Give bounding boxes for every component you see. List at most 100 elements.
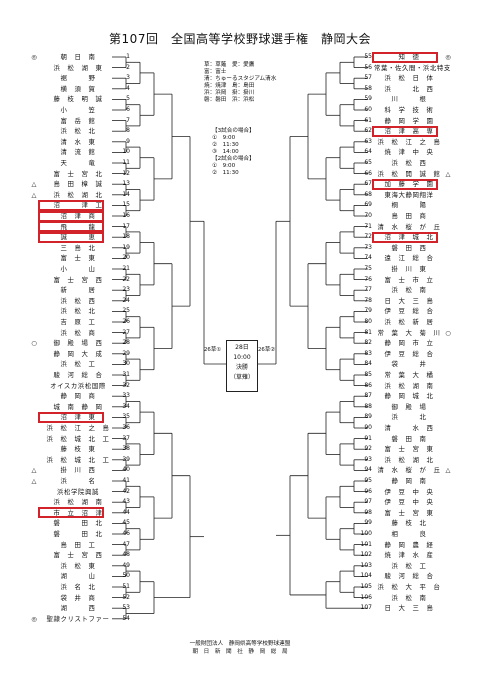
team-number: 6 <box>126 106 130 113</box>
highlight-box <box>38 221 104 233</box>
team-number: 26 <box>122 318 130 325</box>
team-name: 伊 豆 総 合 <box>384 307 434 316</box>
team-number: 106 <box>360 593 372 601</box>
team-number: 99 <box>364 519 372 527</box>
team-number: 21 <box>122 265 130 272</box>
team-number: 96 <box>364 487 372 495</box>
legend-line: 草：草薙 愛：愛鷹 <box>204 62 255 68</box>
highlight-box <box>38 199 104 211</box>
team-number: 91 <box>364 434 372 442</box>
team-name: 常 葉 大 橘 <box>384 371 434 379</box>
highlight-box <box>372 178 438 190</box>
team-name: 伊 豆 中 央 <box>384 498 434 507</box>
legend-line: ③ 14:00 <box>212 149 239 155</box>
legend-line: ① 9:00 <box>212 135 236 141</box>
team-number: 5 <box>126 95 130 103</box>
team-name: 常葉・佐久間・浜北特支 <box>374 63 451 72</box>
team-name: 浜 北 西 <box>384 84 434 93</box>
team-number: 107 <box>360 604 372 612</box>
team-number: 75 <box>364 265 372 272</box>
team-name: 知 徳 <box>398 53 420 61</box>
legend-line: 清：ちゅーるスタジアム清水 <box>204 76 277 82</box>
legend-line: 磐：磐田 浜：浜松 <box>204 97 255 103</box>
team-number: 31 <box>122 371 130 378</box>
team-name: 藤 枝 北 <box>391 519 427 528</box>
team-name: 浜 松 南 <box>391 593 427 602</box>
team-seed-mark: ◎ <box>445 53 451 61</box>
footer-line-1: 一般財団法人 静岡県高等学校野球連盟 <box>189 641 291 647</box>
team-name: 日 大 三 島 <box>384 296 434 305</box>
team-number: 48 <box>122 551 130 559</box>
team-name: 浜 松 工 <box>391 561 427 570</box>
team-number: 3 <box>126 74 130 82</box>
team-number: 70 <box>364 212 372 219</box>
team-name: 沼 津 工 <box>53 201 103 210</box>
team-name: 新 居 <box>60 286 96 295</box>
team-number: 81 <box>364 328 372 336</box>
team-number: 24 <box>122 296 130 304</box>
team-number: 68 <box>364 190 372 198</box>
team-number: 29 <box>122 349 130 357</box>
team-name: 浜 松 東 <box>60 561 96 570</box>
team-number: 22 <box>122 275 130 283</box>
team-number: 20 <box>122 254 130 262</box>
team-number: 85 <box>364 371 372 378</box>
team-number: 34 <box>122 402 130 410</box>
team-name: 静 岡 市 立 <box>384 339 434 348</box>
team-number: 63 <box>364 137 372 145</box>
team-name: 藤 枝 東 <box>60 445 96 454</box>
team-name: 静 岡 農 経 <box>384 540 434 549</box>
final-venue: （草薙） <box>229 374 254 381</box>
team-name: 常 葉 大 菊 川 <box>377 328 441 337</box>
team-seed-mark: ◎ <box>31 53 37 61</box>
team-number: 104 <box>360 572 372 580</box>
final-time: 10:00 <box>233 354 251 361</box>
legend-line: 富：富士 <box>204 69 227 75</box>
team-seed-mark: △ <box>31 477 37 485</box>
team-number: 103 <box>360 561 372 569</box>
team-name: 浜 松 江 之 島 <box>377 137 441 146</box>
team-number: 69 <box>364 201 372 209</box>
team-name: 浜 松 商 <box>60 328 96 337</box>
team-number: 2 <box>126 63 130 71</box>
team-number: 79 <box>364 307 372 315</box>
team-number: 55 <box>364 53 372 60</box>
highlight-box <box>38 507 104 519</box>
team-seed-mark: △ <box>445 169 451 178</box>
team-name: 富 士 宮 西 <box>53 551 103 560</box>
team-number: 102 <box>360 551 372 559</box>
team-name: 小 笠 <box>60 106 96 114</box>
team-number: 7 <box>126 116 130 124</box>
team-number: 37 <box>122 434 130 442</box>
team-name: 沼 津 城 北 <box>384 233 434 242</box>
team-name: 浜 松 新 居 <box>384 318 434 326</box>
team-name: 浜 松 西 <box>60 296 96 305</box>
highlight-box <box>38 231 104 243</box>
legend-line: ① 9:00 <box>212 163 236 169</box>
team-number: 72 <box>364 233 372 241</box>
team-name: 駿 河 総 合 <box>384 572 434 581</box>
semi-right-label: 26草② <box>258 347 276 353</box>
team-number: 1 <box>126 53 130 60</box>
team-name: 浜 松 北 <box>60 127 96 136</box>
team-number: 27 <box>122 328 130 336</box>
final-label: 決勝 <box>235 364 248 371</box>
team-number: 53 <box>122 604 130 612</box>
team-number: 95 <box>364 477 372 484</box>
team-number: 76 <box>364 275 372 283</box>
team-name: 浜 松 湖 東 <box>53 63 103 72</box>
team-number: 11 <box>122 159 130 166</box>
legend-line: 焼：焼津 島：島田 <box>204 83 255 89</box>
team-number: 100 <box>360 530 372 537</box>
team-number: 43 <box>122 498 130 506</box>
team-name: 市 立 沼 津 <box>53 508 103 517</box>
team-name: 飛 龍 <box>60 222 96 231</box>
team-name: 浜 北 <box>391 413 427 422</box>
team-name: 静 岡 大 成 <box>53 349 103 358</box>
team-number: 44 <box>122 508 130 516</box>
team-name: 沼 津 商 <box>60 212 96 220</box>
team-number: 28 <box>122 339 130 347</box>
team-name: 富 士 東 <box>60 254 96 263</box>
footer: 一般財団法人 静岡県高等学校野球連盟 朝 日 新 聞 社 静 岡 総 局 <box>0 640 480 656</box>
